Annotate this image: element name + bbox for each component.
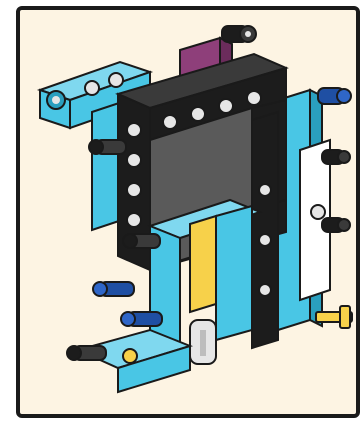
blue-pin-left-2 bbox=[121, 312, 162, 326]
black-pin-left-3 bbox=[67, 346, 106, 360]
black-pin-left-2 bbox=[123, 234, 160, 248]
blue-pin-left-1 bbox=[93, 282, 134, 296]
yellow-beam bbox=[190, 216, 216, 312]
azure-beam-front-right bbox=[216, 206, 252, 340]
blue-pin-top-right bbox=[318, 88, 351, 104]
top-axle-pin bbox=[222, 26, 256, 42]
black-beam-vertical-front bbox=[252, 112, 278, 348]
black-pin-right-2 bbox=[322, 218, 350, 232]
light-gray-connectors bbox=[190, 320, 216, 364]
black-pin-right-1 bbox=[322, 150, 350, 164]
black-pin-left-1 bbox=[89, 140, 126, 154]
